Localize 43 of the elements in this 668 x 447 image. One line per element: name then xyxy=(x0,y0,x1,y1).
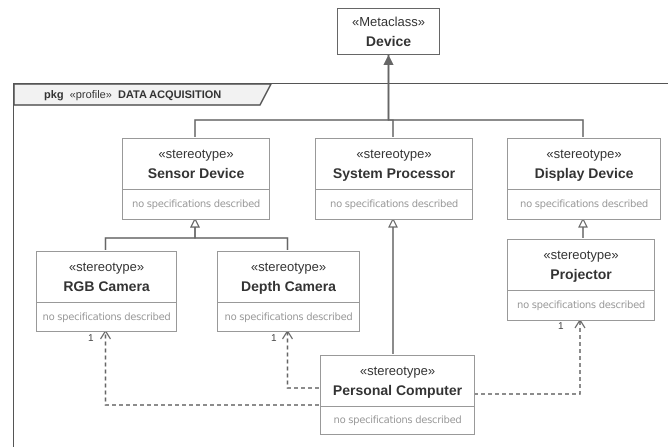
multiplicity-label: 1 xyxy=(88,333,94,344)
multiplicity-label: 1 xyxy=(271,333,277,344)
compartment-text: no specifications described xyxy=(520,199,648,210)
multiplicity-label: 1 xyxy=(558,321,564,332)
class-box xyxy=(320,355,475,435)
generalization-arrow xyxy=(388,218,398,354)
class-box xyxy=(315,138,473,220)
stereotype-label: «stereotype» xyxy=(158,146,234,162)
generalization-arrow xyxy=(578,218,588,238)
stereotype-label: «stereotype» xyxy=(543,247,619,263)
stereotype-label: «stereotype» xyxy=(68,259,144,275)
class-name: Depth Camera xyxy=(241,277,336,295)
compartment-text: no specifications described xyxy=(517,300,645,311)
generalization-arrow xyxy=(384,55,584,137)
class-box xyxy=(122,138,270,220)
package-title: pkg «profile» DATA ACQUISITION xyxy=(44,89,222,101)
stereotype-label: «Metaclass» xyxy=(352,14,425,30)
class-name: Sensor Device xyxy=(148,164,244,182)
class-box xyxy=(507,138,661,220)
stereotype-label: «stereotype» xyxy=(250,259,326,275)
class-box xyxy=(36,251,177,332)
stereotype-label: «stereotype» xyxy=(546,146,622,162)
class-name: Display Device xyxy=(534,164,634,182)
class-name: RGB Camera xyxy=(63,277,150,295)
class-box xyxy=(507,239,655,321)
generalization-arrow xyxy=(190,218,288,250)
dependency-arrow xyxy=(474,319,586,395)
compartment-text: no specifications described xyxy=(224,312,352,322)
class-box xyxy=(337,8,440,55)
compartment-text: no specifications described xyxy=(42,312,170,322)
stereotype-label: «stereotype» xyxy=(360,363,436,379)
class-name: Projector xyxy=(550,265,612,283)
stereotype-label: «stereotype» xyxy=(356,146,432,162)
compartment-text: no specifications described xyxy=(132,199,260,210)
class-name: Device xyxy=(366,32,412,50)
dependency-arrow xyxy=(100,330,319,406)
class-box xyxy=(217,251,360,332)
class-name: System Processor xyxy=(332,164,456,182)
dependency-arrow xyxy=(282,330,319,389)
compartment-text: no specifications described xyxy=(330,199,458,210)
class-name: Personal Computer xyxy=(332,381,462,399)
package-frame xyxy=(13,83,668,447)
compartment-text: no specifications described xyxy=(334,415,462,426)
